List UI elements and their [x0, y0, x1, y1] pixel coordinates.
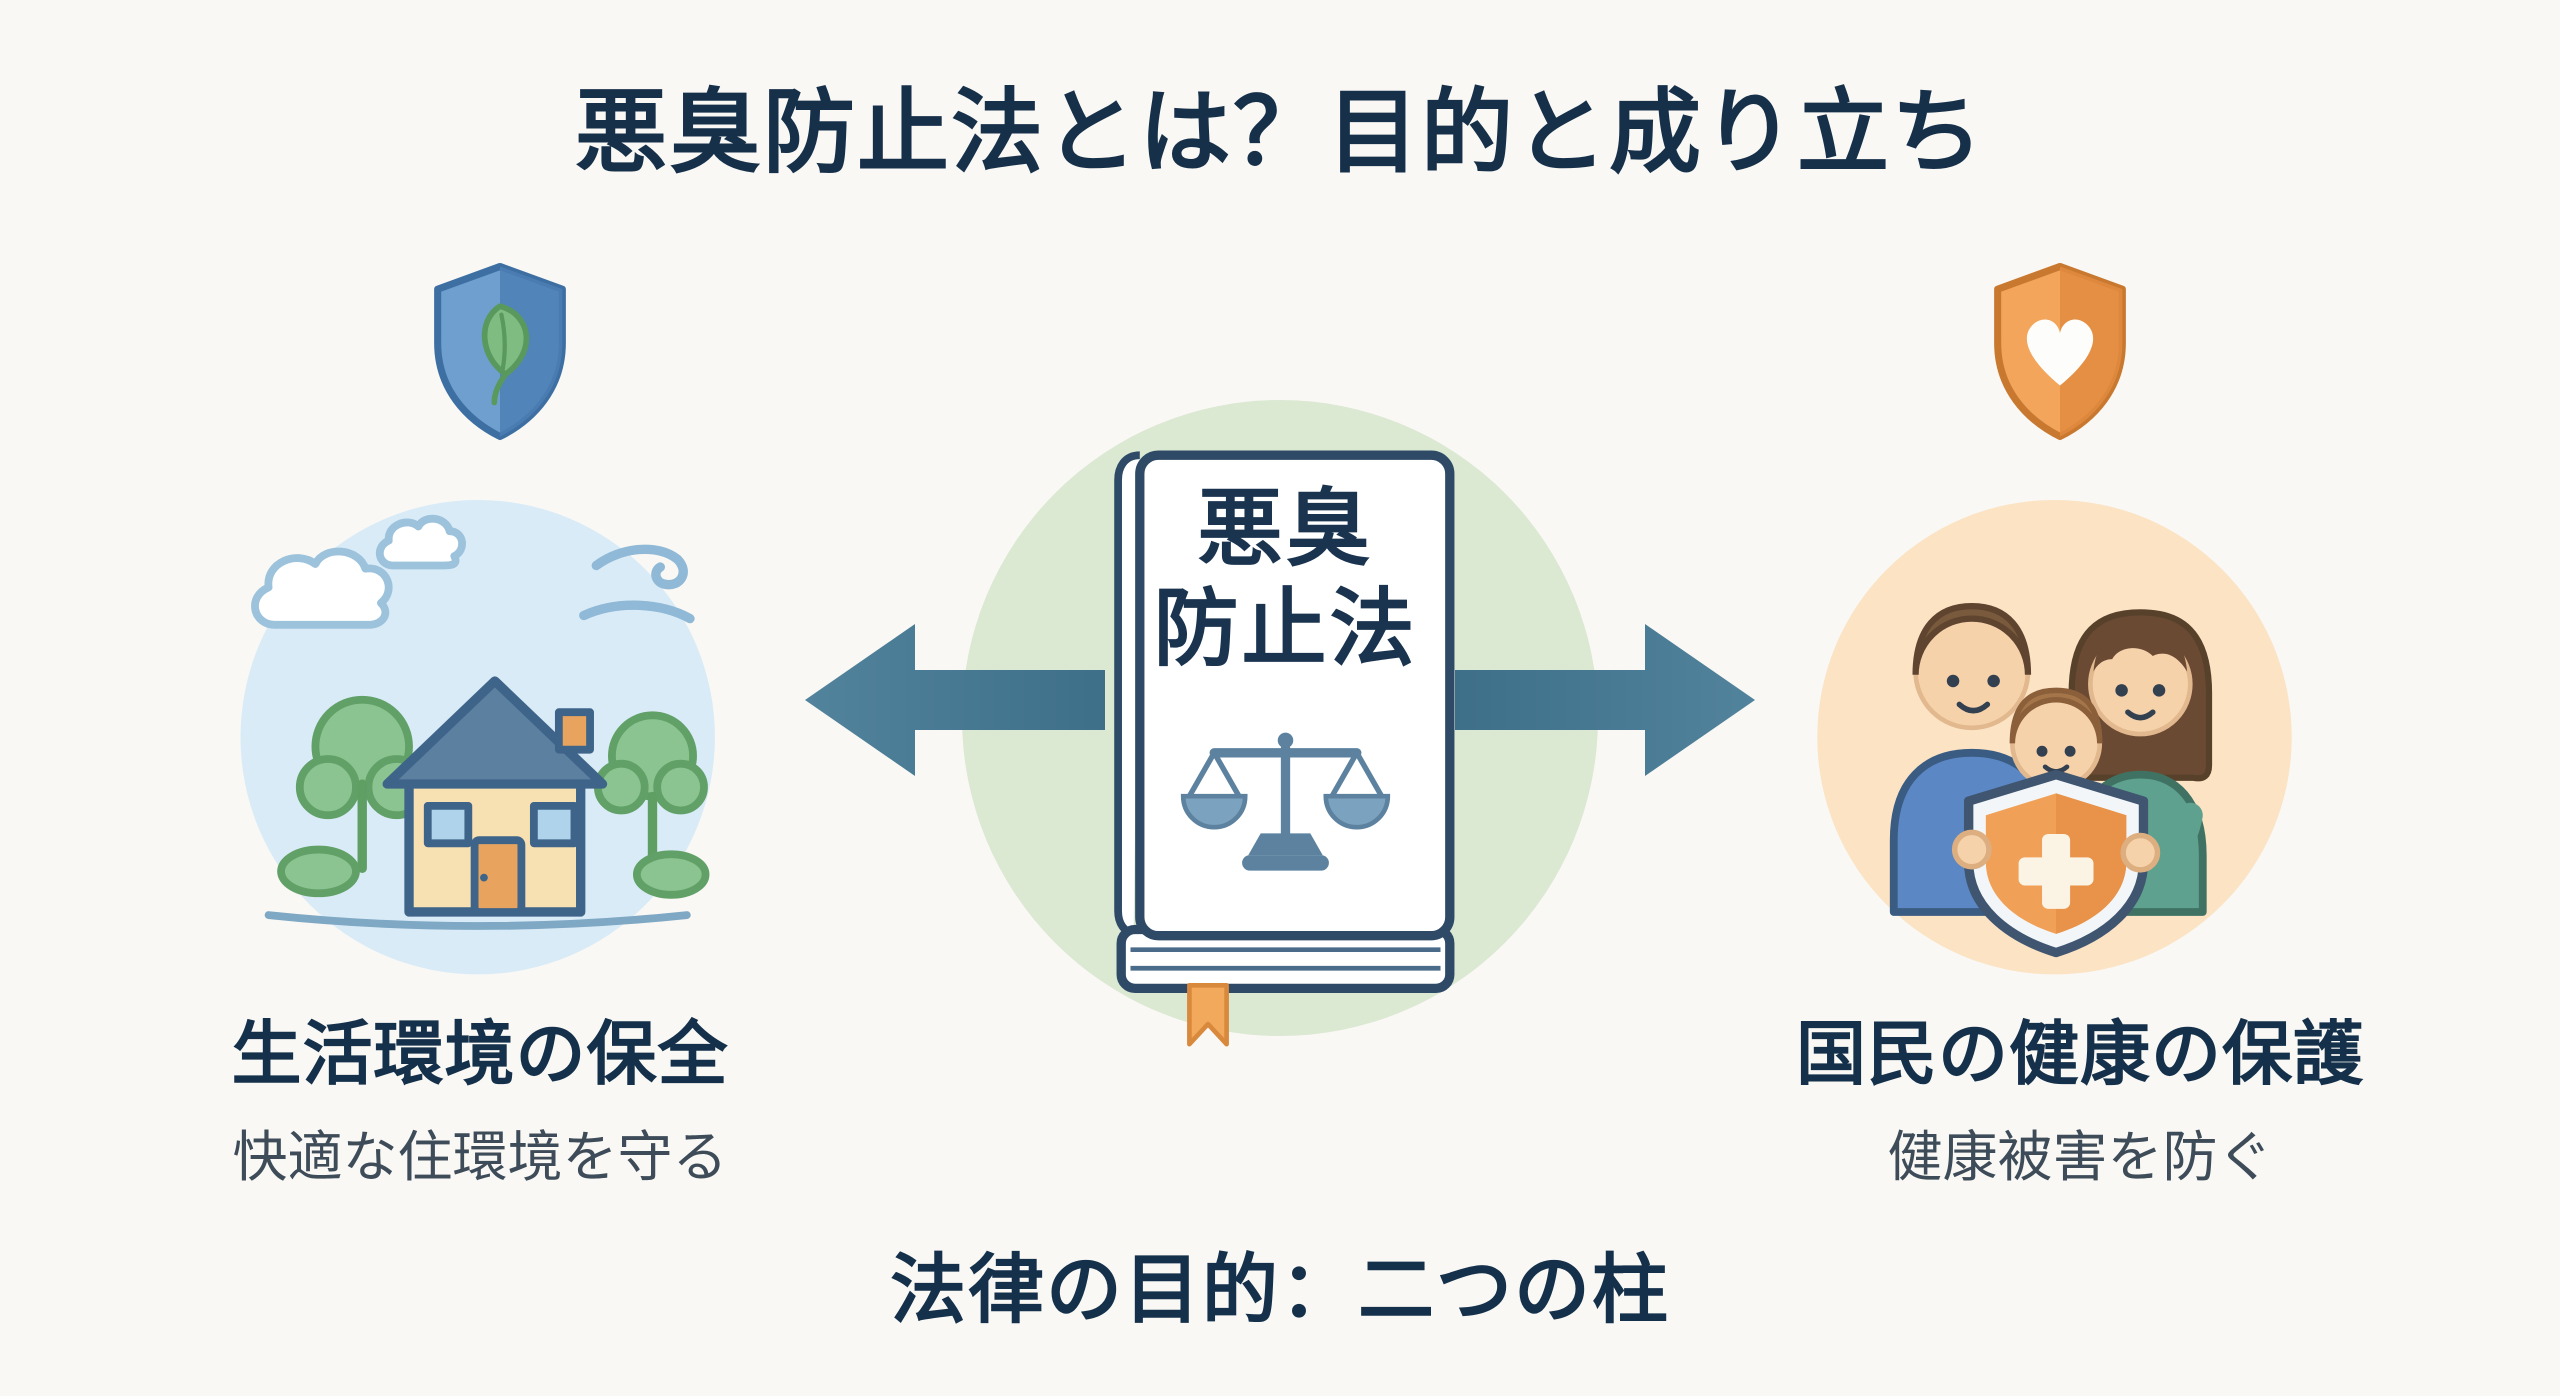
health-shield-icon — [1963, 769, 2149, 958]
right-pillar-subheading: 健康被害を防ぐ — [1887, 1126, 2273, 1188]
bookmark-ribbon-icon — [1187, 982, 1229, 1047]
house-environment-illustration — [228, 475, 743, 990]
window-icon — [529, 801, 579, 848]
shield-heart-icon — [1975, 258, 2145, 445]
right-arrow-icon — [1455, 620, 1755, 780]
book-title-line2: 防止法 — [1153, 582, 1418, 678]
father-hair — [1912, 602, 2032, 675]
ground-line — [264, 911, 691, 930]
family-health-illustration — [1797, 475, 2312, 990]
hand — [1951, 829, 1992, 870]
chimney-icon — [554, 708, 594, 754]
scales-of-justice-icon — [1180, 732, 1391, 871]
right-pillar-heading: 国民の健康の保護 — [1796, 1015, 2364, 1093]
left-arrow-icon — [805, 620, 1105, 780]
wind-icon — [579, 544, 695, 624]
left-pillar-subheading: 快適な住環境を守る — [232, 1126, 728, 1188]
hand — [2120, 832, 2161, 873]
left-pillar-heading: 生活環境の保全 — [231, 1015, 729, 1093]
heart-glyph — [2026, 319, 2094, 386]
bush-icon — [277, 845, 710, 899]
house-icon — [382, 676, 608, 917]
door-icon — [470, 836, 526, 916]
law-book-illustration — [1053, 408, 1518, 1048]
footer-caption: 法律の目的：二つの柱 — [890, 1248, 1670, 1333]
cloud-icon — [251, 514, 466, 629]
book-title: 悪臭 防止法 — [1073, 480, 1498, 681]
child-figure — [2009, 687, 2103, 790]
child-hair — [2009, 687, 2103, 744]
cross-glyph — [2018, 857, 2094, 886]
shield-leaf-icon — [415, 258, 585, 445]
page-title: 悪臭防止法とは？目的と成り立ち — [574, 82, 1985, 184]
book-title-line1: 悪臭 — [1197, 482, 1374, 577]
tree-icon — [295, 695, 708, 873]
window-icon — [423, 801, 473, 848]
